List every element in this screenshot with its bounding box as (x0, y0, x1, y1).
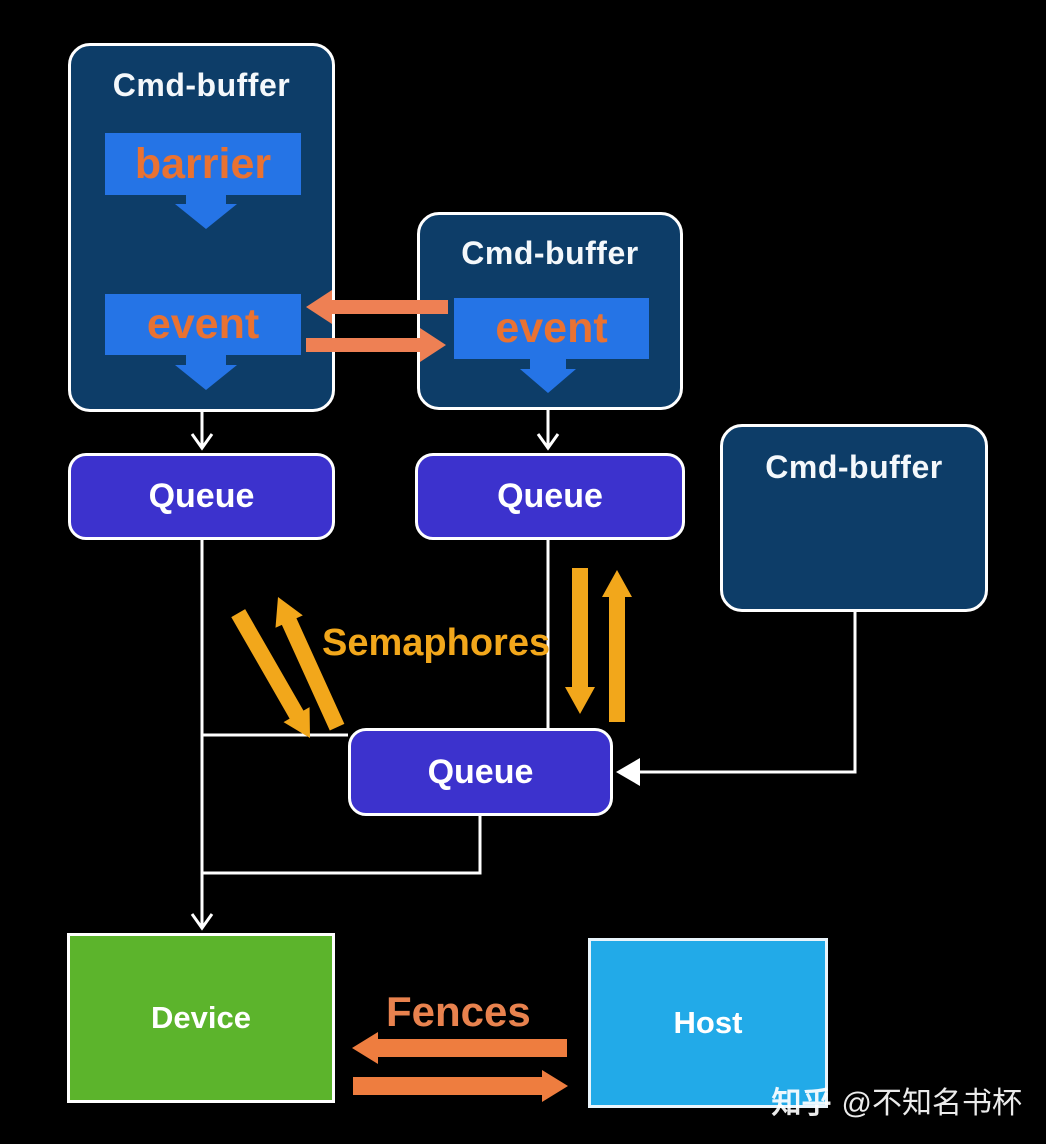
arrowhead-into-queue3 (616, 758, 640, 786)
cmd-buffer-1-box: Cmd-buffer barrier event (68, 43, 335, 412)
queue-2-box: Queue (415, 453, 685, 540)
cmd-buffer-1-title: Cmd-buffer (112, 67, 291, 103)
fence-right-arrow-icon (353, 1070, 568, 1102)
fences-label: Fences (386, 988, 531, 1035)
watermark: 知乎 @不知名书杯 (772, 1078, 1022, 1122)
device-box: Device (67, 933, 335, 1103)
watermark-brand: 知乎 (771, 1087, 832, 1120)
semaphore-down-arrow-left-icon (231, 609, 310, 738)
cmd-buffer-2-title: Cmd-buffer (461, 235, 639, 271)
event-chip-1: event (105, 294, 301, 355)
cmd-buffer-2-box: Cmd-buffer event (417, 212, 683, 410)
wire-cmdbuf3-to-queue3 (638, 612, 857, 774)
fence-left-arrow-icon (352, 1032, 567, 1064)
cmd-buffer-3-box: Cmd-buffer (720, 424, 988, 612)
queue-1-box: Queue (68, 453, 335, 540)
semaphores-label: Semaphores (322, 622, 551, 664)
watermark-handle: @不知名书杯 (841, 1087, 1022, 1120)
cmd-buffer-3-title: Cmd-buffer (765, 449, 943, 485)
arrowhead-into-queue2 (536, 433, 560, 451)
barrier-chip: barrier (105, 133, 301, 195)
queue-3-box: Queue (348, 728, 613, 816)
arrowhead-into-queue1 (190, 433, 214, 451)
arrowhead-into-device (190, 913, 214, 931)
host-box: Host (588, 938, 828, 1108)
semaphore-up-arrow-right-icon (602, 570, 632, 722)
wire-queue3-to-device-branch (203, 816, 482, 875)
event-chip-2: event (454, 298, 649, 359)
semaphore-down-arrow-right-icon (565, 568, 595, 714)
